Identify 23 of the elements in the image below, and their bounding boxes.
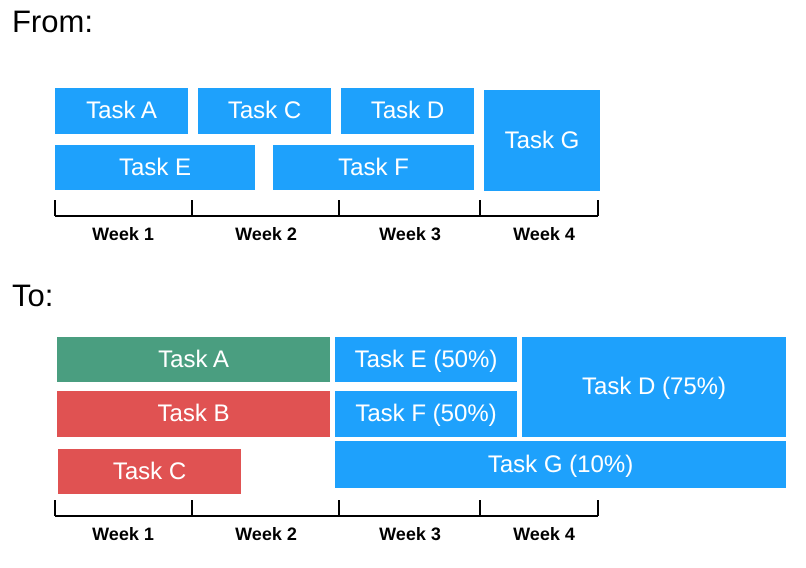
task-bar: Task E (50%): [335, 337, 517, 382]
task-bar: Task F (50%): [335, 391, 517, 437]
task-bar: Task E: [55, 145, 255, 190]
week-label: Week 4: [513, 524, 575, 545]
task-bar: Task A: [57, 337, 330, 382]
week-label: Week 2: [235, 524, 297, 545]
task-bar: Task B: [57, 391, 330, 437]
task-bar: Task G (10%): [335, 441, 786, 488]
section-heading: From:: [12, 4, 93, 40]
task-bar: Task A: [55, 88, 188, 134]
task-bar: Task G: [484, 90, 600, 191]
week-label: Week 3: [379, 224, 441, 245]
task-bar: Task C: [58, 449, 241, 494]
task-bar: Task D (75%): [522, 337, 786, 437]
task-bar: Task F: [273, 145, 474, 190]
week-label: Week 2: [235, 224, 297, 245]
task-bar: Task D: [341, 88, 474, 134]
task-bar: Task C: [198, 88, 331, 134]
week-label: Week 4: [513, 224, 575, 245]
week-label: Week 1: [92, 524, 154, 545]
week-label: Week 1: [92, 224, 154, 245]
section-heading: To:: [12, 278, 54, 314]
week-label: Week 3: [379, 524, 441, 545]
